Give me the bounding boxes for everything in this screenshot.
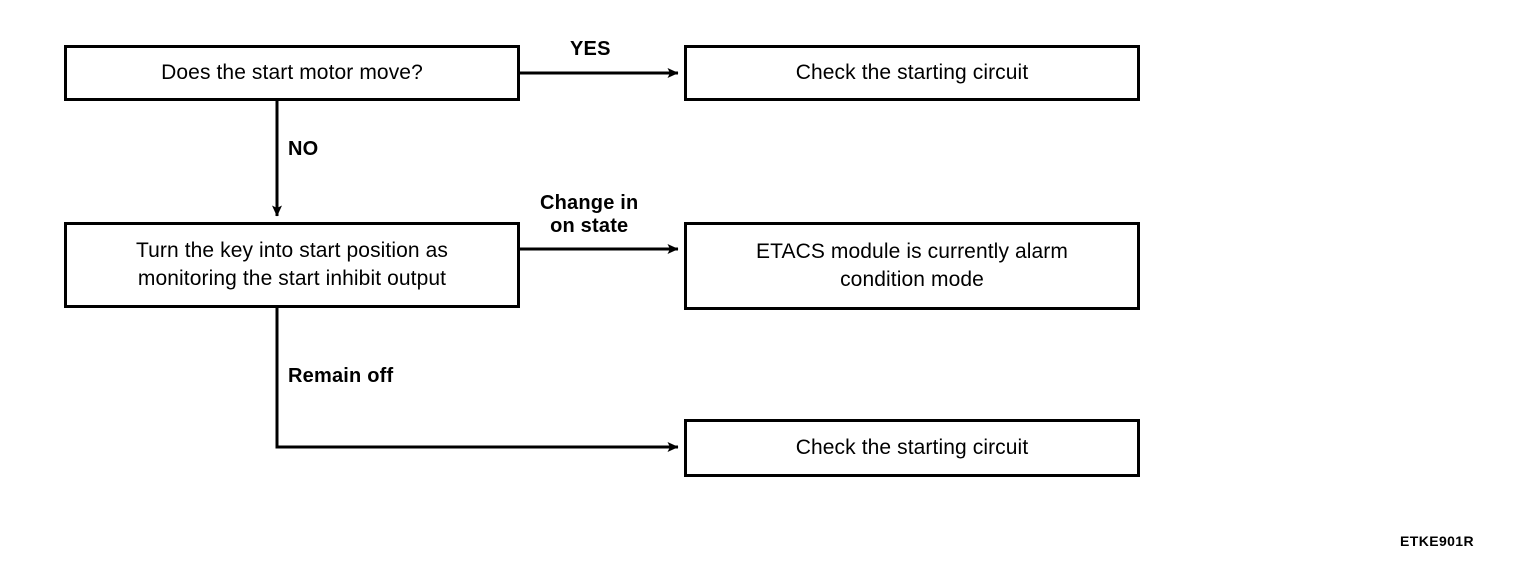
node-label: Check the starting circuit [795,60,1029,84]
edge-label-change-in-on-state: Change in on state [540,192,639,237]
node-does-the-start-motor-move[interactable]: Does the start motor move? [64,45,520,101]
node-etacs-module-alarm-condition-mode[interactable]: ETACS module is currently alarm conditio… [684,222,1140,310]
node-check-the-starting-circuit-yes-branch[interactable]: Check the starting circuit [684,45,1140,101]
node-label: Turn the key into start position as moni… [135,238,449,290]
edge-label-no: NO [288,138,319,160]
edge-remain-off [275,308,679,452]
edge-label-yes: YES [570,38,611,60]
figure-reference-code: ETKE901R [1400,533,1475,549]
node-turn-the-key-into-start-position[interactable]: Turn the key into start position as moni… [64,222,520,308]
node-label: Does the start motor move? [161,60,423,84]
edge-label-remain-off: Remain off [288,365,394,387]
node-check-the-starting-circuit-remain-off-branch[interactable]: Check the starting circuit [684,419,1140,477]
node-label: Check the starting circuit [795,435,1029,459]
node-label: ETACS module is currently alarm conditio… [756,239,1068,291]
